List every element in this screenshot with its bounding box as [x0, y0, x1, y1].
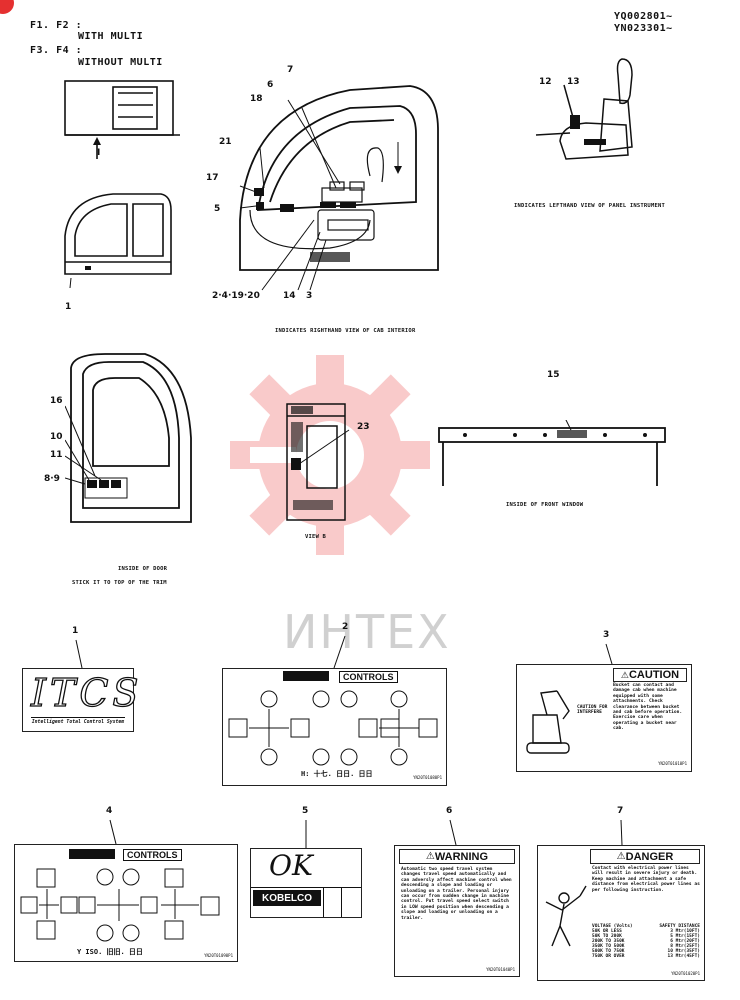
warning-triangle-icon: ⚠: [425, 851, 435, 862]
callout-5: 5: [214, 204, 221, 214]
decal-3-code: YN20T01010P1: [658, 761, 687, 766]
seat-panel-illustration: [535, 58, 633, 160]
decal-4-pattern-icon: [20, 868, 220, 942]
callout-10: 10: [50, 432, 63, 442]
decal-2-pattern-icon: [228, 690, 438, 766]
decal-2-header-mark: [283, 671, 329, 681]
decal-4-code: YN20T01090P1: [204, 953, 233, 958]
caption-view-b: VIEW B: [305, 534, 327, 540]
serial-range-2: YN023301~: [614, 23, 673, 34]
decal-6-warning: ⚠ WARNING Automatic two speed travel sys…: [394, 845, 520, 977]
decal-2-controls: CONTROLS H: 十七. 日日. 日日 YN20T01080P1: [222, 668, 447, 786]
decal-3-header: ⚠ CAUTION: [613, 668, 687, 682]
callout-17: 17: [206, 173, 219, 183]
variant-code-2: F3. F4 :: [30, 45, 83, 56]
decal-3-caution: ⚠ CAUTION CAUTION FOR INTERFERE Bucket c…: [516, 664, 692, 772]
caption-cab-view: INDICATES RIGHTHAND VIEW OF CAB INTERIOR: [275, 328, 416, 334]
decal-5-kobelco: OK KOBELCO: [250, 848, 362, 918]
decal-7-code: YN20T01020P1: [671, 971, 700, 976]
decal-3-body: Bucket can contact and damage cab when m…: [613, 683, 683, 732]
decal-1-number: 1: [72, 626, 79, 636]
decal-5-mark: OK: [269, 849, 313, 882]
caution-excavator-icon: [526, 690, 570, 754]
decal-3-side-label: CAUTION FOR INTERFERE: [577, 705, 608, 716]
variant-text-2: WITHOUT MULTI: [78, 57, 163, 68]
watermark-text: ИНТЕХ: [283, 605, 451, 659]
callout-12: 12: [539, 77, 552, 87]
decal-7-table: VOLTAGE (Volts) SAFETY DISTANCE 50K OR L…: [592, 924, 700, 959]
caption-front-window: INSIDE OF FRONT WINDOW: [506, 502, 584, 508]
decal-2-code: YN20T01080P1: [413, 775, 442, 780]
callout-11: 11: [50, 450, 63, 460]
caption-panel-view: INDICATES LEFTHAND VIEW OF PANEL INSTRUM…: [514, 203, 665, 209]
callout-3: 3: [306, 291, 313, 301]
front-window-illustration: [438, 420, 666, 486]
decal-4-title: CONTROLS: [123, 849, 182, 861]
callout-21: 21: [219, 137, 232, 147]
decal-7-danger: ⚠ DANGER Contact with electrical power l…: [537, 845, 705, 981]
callout-23: 23: [357, 422, 370, 432]
decal-4-header-mark: [69, 849, 115, 859]
view-b-illustration: [286, 403, 350, 521]
decal-7-number: 7: [617, 806, 624, 816]
machine-top-view-illustration: [64, 80, 180, 159]
callout-6: 6: [267, 80, 274, 90]
danger-electrocution-icon: [545, 885, 587, 947]
cab-exterior-illustration: [64, 193, 172, 288]
callout-8-9: 8·9: [44, 474, 60, 484]
callout-1: 1: [65, 302, 72, 312]
caption-door-2: STICK IT TO TOP OF THE TRIM: [72, 580, 167, 586]
cab-interior-illustration: [239, 85, 439, 291]
caution-triangle-icon: ⚠: [620, 669, 629, 680]
decal-7-body: Contact with electrical power lines will…: [592, 866, 700, 893]
decal-2-footer: H: 十七. 日日. 日日: [301, 770, 373, 778]
callout-16: 16: [50, 396, 63, 406]
decal-4-controls: CONTROLS Y ISO. 旧旧. 日日 YN20T01090P1: [14, 844, 238, 962]
corner-badge: [0, 0, 14, 14]
callout-2-4-19-20: 2·4·19·20: [212, 291, 260, 301]
watermark-gear-icon: [230, 355, 430, 555]
serial-range-1: YQ002801~: [614, 11, 673, 22]
itcs-logo: ITCS: [30, 670, 143, 715]
decal-1-itcs: ITCS Intelligent Total Control System: [22, 668, 139, 732]
callout-arrow-i: I: [97, 148, 101, 158]
decal-6-code: YN20T01040P1: [486, 967, 515, 972]
decal-3-number: 3: [603, 630, 610, 640]
callout-7: 7: [287, 65, 294, 75]
kobelco-logo: KOBELCO: [253, 890, 321, 906]
callout-14: 14: [283, 291, 296, 301]
callout-13: 13: [567, 77, 580, 87]
decal-4-number: 4: [106, 806, 113, 816]
callout-18: 18: [250, 94, 263, 104]
decal-6-number: 6: [446, 806, 453, 816]
variant-text-1: WITH MULTI: [78, 31, 144, 42]
danger-triangle-icon: ⚠: [616, 851, 626, 862]
decal-7-table-header: VOLTAGE (Volts) SAFETY DISTANCE: [592, 924, 700, 929]
decal-4-footer: Y ISO. 旧旧. 日日: [77, 948, 143, 956]
decal-6-header: ⚠ WARNING: [399, 849, 515, 864]
decal-6-body: Automatic two speed travel system change…: [401, 867, 512, 921]
variant-code-1: F1. F2 :: [30, 20, 83, 31]
decal-2-title: CONTROLS: [339, 671, 398, 683]
decal-2-number: 2: [342, 622, 349, 632]
caption-door-1: INSIDE OF DOOR: [118, 566, 168, 572]
door-inside-illustration: [65, 353, 192, 523]
callout-15: 15: [547, 370, 560, 380]
decal-7-header: ⚠ DANGER: [590, 849, 700, 864]
decal-5-number: 5: [302, 806, 309, 816]
itcs-subtitle: Intelligent Total Control System: [31, 717, 125, 725]
